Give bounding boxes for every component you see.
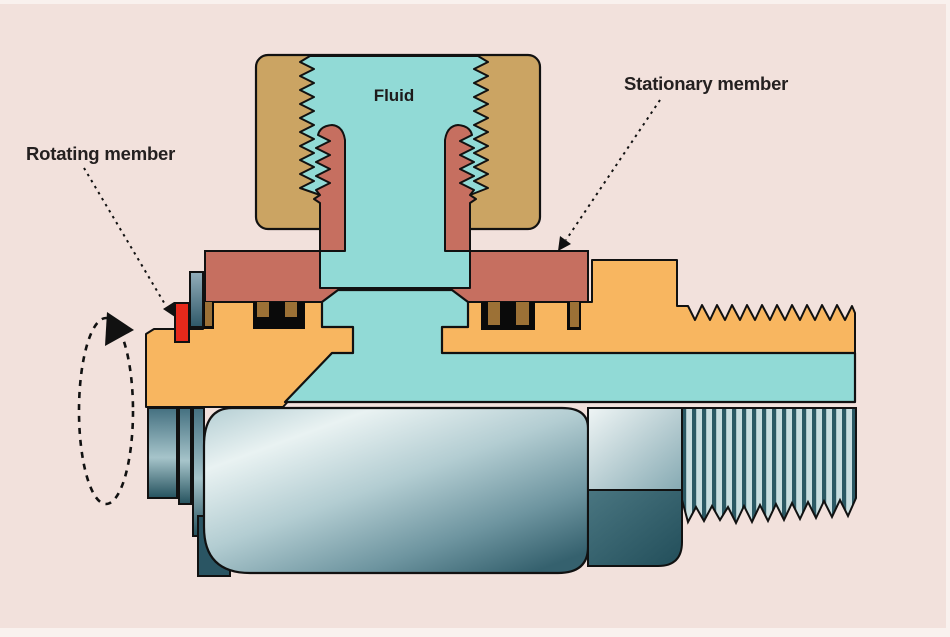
threaded-end [681, 407, 857, 526]
seal-grooves [203, 302, 581, 330]
rotating-member-body [145, 259, 856, 408]
stationary-leader-arrowhead [558, 236, 571, 251]
leader-lines [83, 99, 661, 317]
rotation-arrow-icon [77, 312, 135, 506]
steel-spacer [189, 271, 204, 328]
hex-flat-top [587, 407, 683, 491]
seal-ring [257, 302, 269, 317]
shaft-assembly [147, 406, 857, 577]
rotating-seal-red [174, 302, 190, 343]
stationary-tube [313, 124, 477, 252]
shaft-step-2 [178, 407, 192, 505]
rotating-leader-line [83, 167, 167, 307]
stationary-member-label: Stationary member [624, 73, 788, 94]
fluid-channel [299, 55, 489, 289]
stationary-tube-left-wall [313, 124, 346, 252]
hex-flat-bottom [587, 489, 683, 567]
seal-ring [516, 302, 529, 325]
seal-ring [488, 302, 500, 325]
shaft-step-1 [147, 407, 178, 499]
fluid-label: Fluid [374, 86, 415, 105]
fluid-passage [283, 288, 857, 404]
stationary-leader-line [565, 99, 661, 241]
stationary-tube-right-wall [444, 124, 477, 252]
seal-ring [285, 302, 297, 317]
seal-right-brown [570, 302, 579, 327]
rotating-member-label: Rotating member [26, 143, 175, 164]
shaft-cylinder [202, 406, 590, 575]
seal-left-brown [205, 302, 212, 326]
rotating-leader-arrowhead [163, 302, 175, 317]
